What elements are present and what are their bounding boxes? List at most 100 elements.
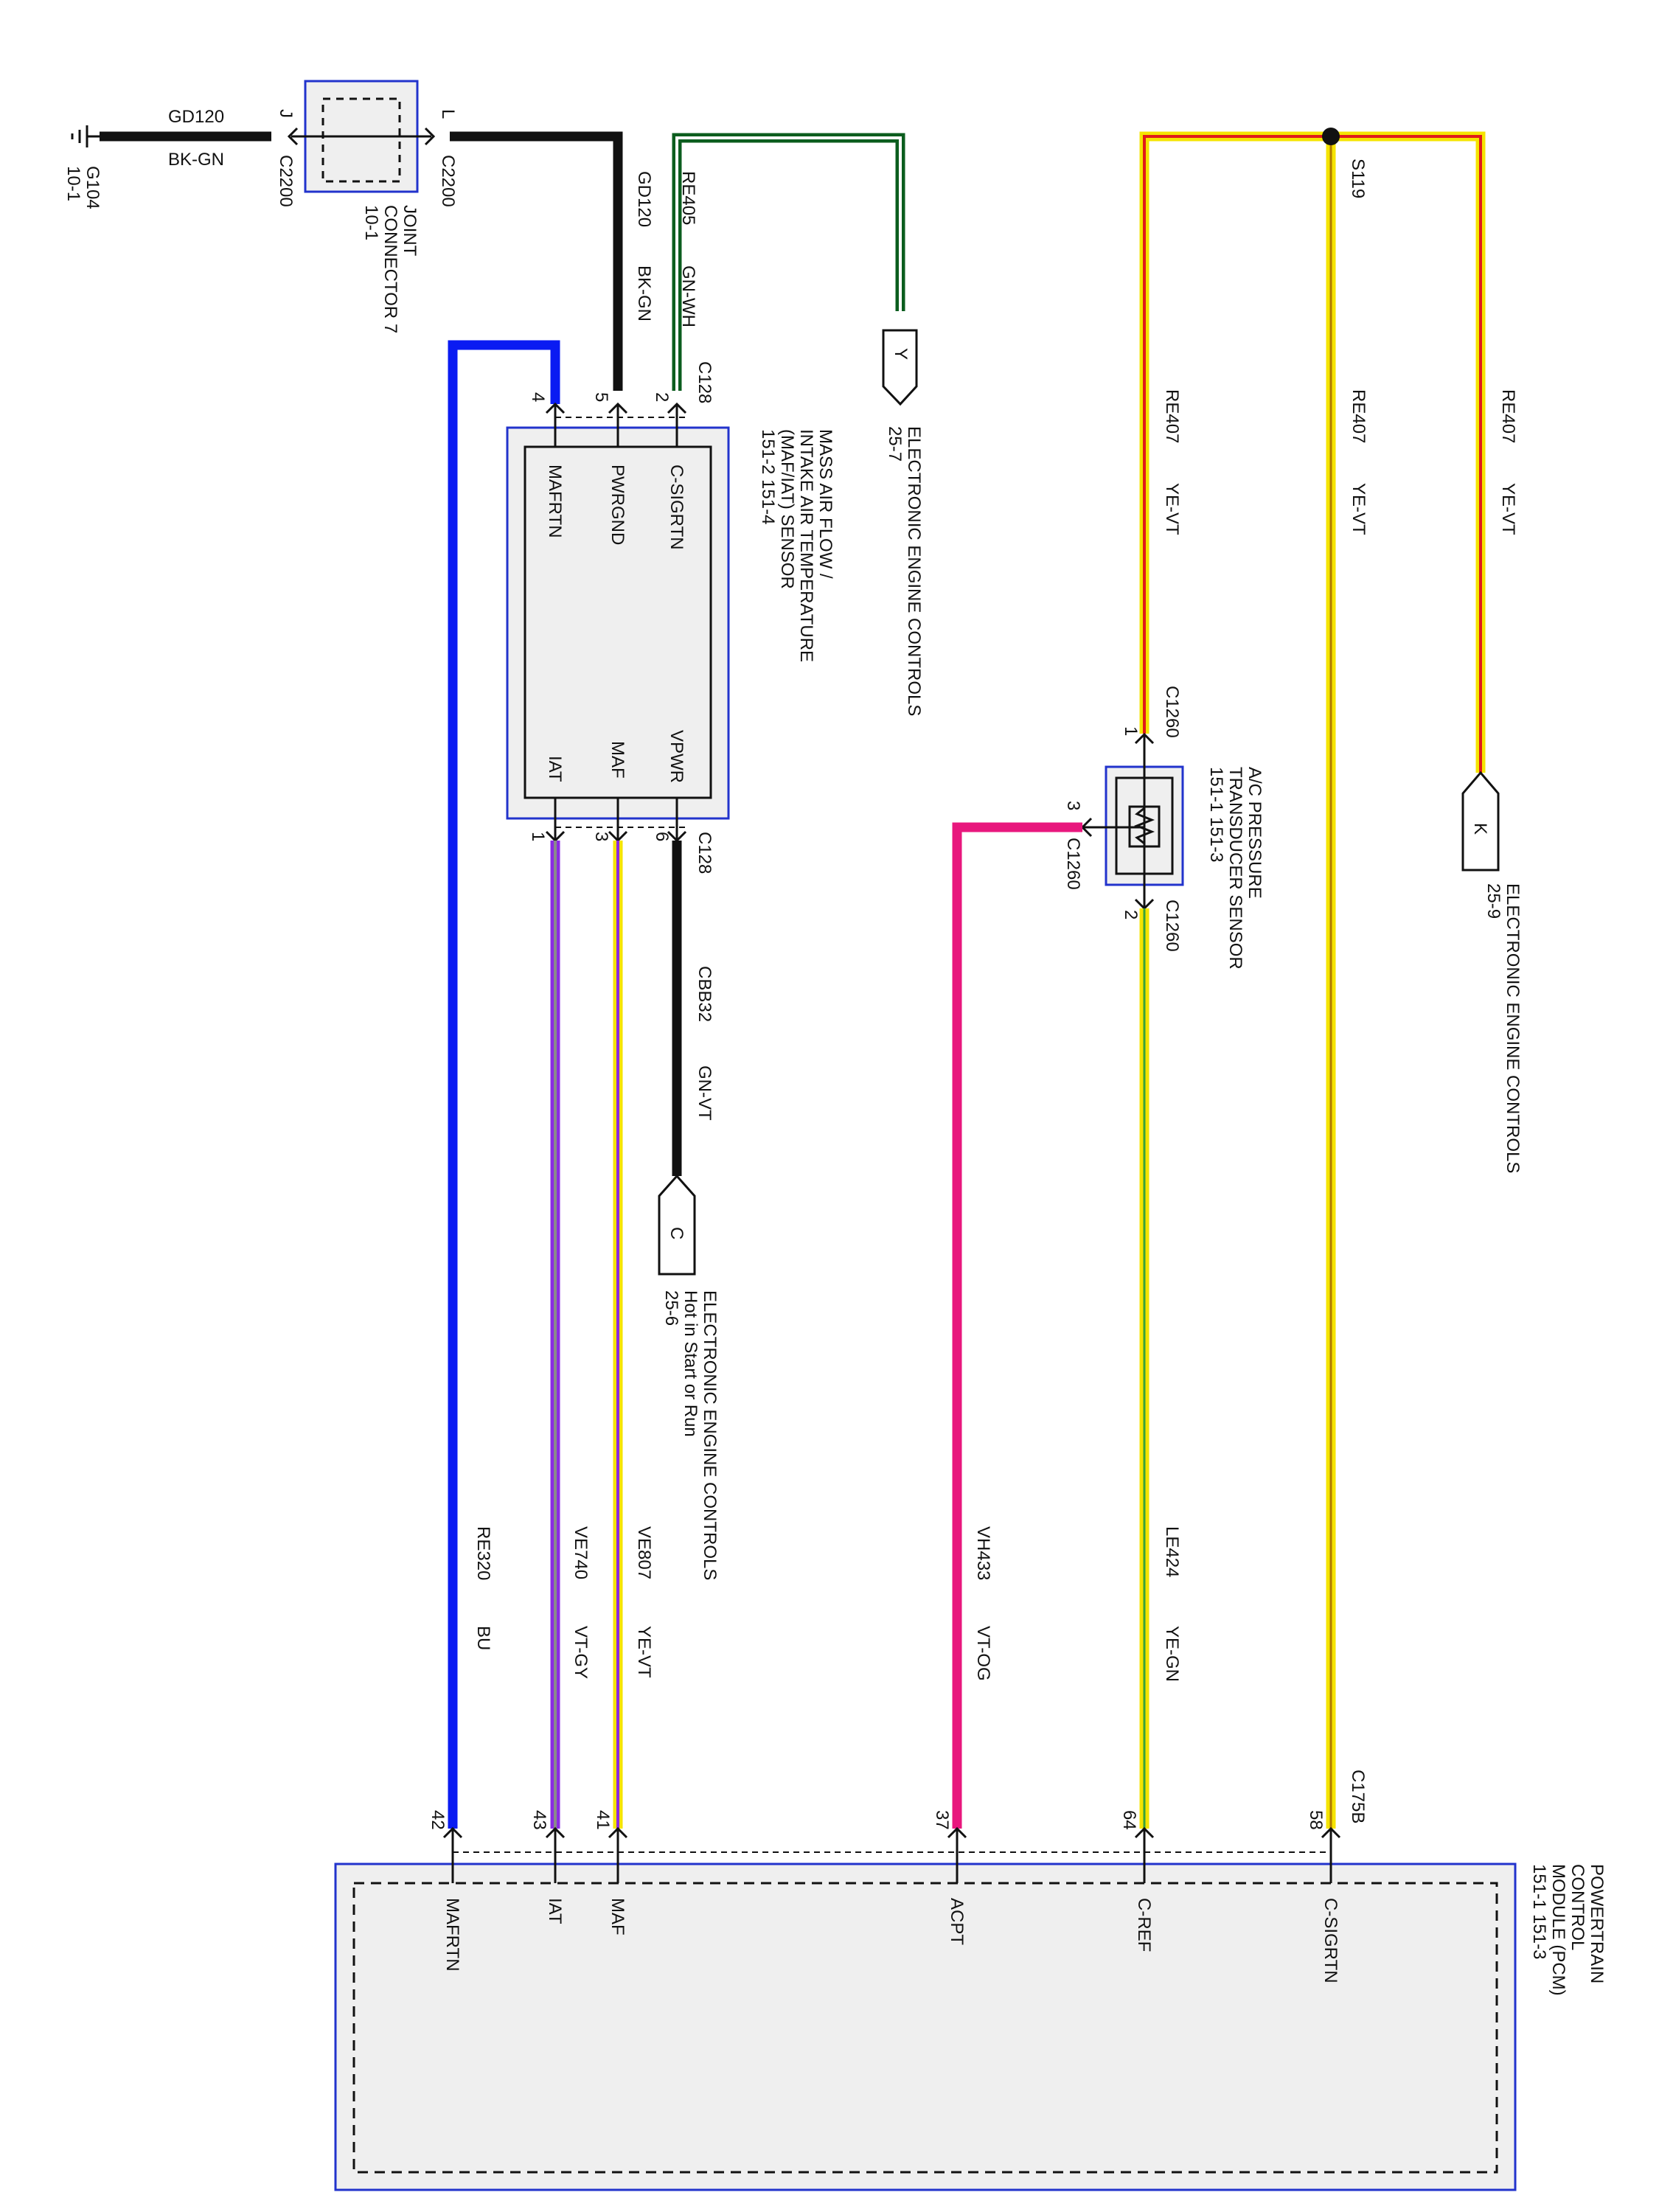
maf-pin-num-2: 2 — [652, 392, 672, 402]
offpage-c-note: Hot in Start or Run — [681, 1290, 700, 1437]
wire-re407-b-circuit: RE407 — [1349, 389, 1368, 443]
ground-g104: G104 10-1 — [63, 125, 102, 209]
ac-sensor-name-1: A/C PRESSURE — [1245, 767, 1265, 899]
maf-pin-num-1: 1 — [528, 832, 548, 841]
ground-ref: 10-1 — [63, 166, 83, 201]
offpage-y-title: ELECTRONIC ENGINE CONTROLS — [904, 426, 924, 716]
pcm-pin-num-43: 43 — [529, 1810, 549, 1830]
ac-pin-top-num: 1 — [1121, 726, 1141, 736]
maf-pin-label-maf: MAF — [608, 741, 627, 779]
wire-le424: LE424 YE-GN — [1139, 908, 1182, 1829]
wire-re407-c: RE407 YE-VT — [1331, 131, 1518, 773]
maf-pin-label-mafrtn: MAFRTN — [545, 465, 565, 538]
joint-connector-right-id: C2200 — [438, 155, 458, 207]
joint-connector-left-id: C2200 — [276, 155, 296, 207]
maf-pin-num-5: 5 — [591, 392, 611, 402]
pcm-pin-num-42: 42 — [428, 1810, 448, 1830]
joint-pin-l: L — [438, 109, 458, 119]
ac-connector-side-id: C1260 — [1063, 838, 1083, 890]
pcm-pin-num-41: 41 — [593, 1810, 613, 1830]
wire-re407-a-color: YE-VT — [1162, 483, 1182, 535]
joint-connector-7: J L C2200 C2200 JOINT CONNECTOR 7 10-1 — [276, 80, 458, 333]
wire-le424-circuit: LE424 — [1162, 1526, 1182, 1577]
wire-gd120-left: GD120 BK-GN — [100, 107, 271, 170]
offpage-connector-c: C ELECTRONIC ENGINE CONTROLS Hot in Star… — [658, 1174, 720, 1580]
pcm-name-2: CONTROL — [1568, 1864, 1587, 1950]
pcm-name-1: POWERTRAIN — [1587, 1864, 1607, 1983]
wire-cbb32-circuit: CBB32 — [695, 966, 714, 1022]
offpage-y-ref: 25-7 — [885, 426, 905, 462]
maf-pin-num-3: 3 — [591, 832, 611, 841]
wire-re407-a-circuit: RE407 — [1162, 389, 1182, 443]
wire-cbb32: CBB32 GN-VT — [672, 841, 714, 1176]
pcm-pin-num-37: 37 — [932, 1810, 952, 1830]
ac-sensor-name-2: TRANSDUCER SENSOR — [1225, 767, 1245, 970]
pcm-name-3: MODULE (PCM) — [1548, 1864, 1568, 1996]
maf-pin-label-vpwr: VPWR — [667, 730, 686, 783]
maf-connector-top-id: C128 — [695, 361, 714, 403]
wire-re320: RE320 BU — [448, 340, 560, 1829]
maf-pin-label-iat: IAT — [545, 756, 565, 782]
wire-ve807-color: YE-VT — [634, 1626, 654, 1678]
maf-pin-num-6: 6 — [652, 832, 672, 841]
joint-connector-name-2: CONNECTOR 7 — [380, 205, 400, 333]
offpage-connector-k: K ELECTRONIC ENGINE CONTROLS 25-9 — [1461, 771, 1523, 1173]
wire-re405-circuit: RE405 — [678, 171, 698, 225]
pcm-pin-label-c-sigrtn: C-SIGRTN — [1321, 1898, 1340, 1983]
wire-ve807: VE807 YE-VT — [613, 841, 654, 1829]
wire-gd120-left-color: BK-GN — [168, 150, 224, 170]
maf-sensor-name-2: INTAKE AIR TEMPERATURE — [796, 429, 816, 662]
wire-gd120-down: GD120 BK-GN — [450, 131, 654, 391]
offpage-c-title: ELECTRONIC ENGINE CONTROLS — [700, 1290, 720, 1580]
wire-vh433-circuit: VH433 — [973, 1526, 993, 1580]
maf-iat-sensor: C128 C128 2 C-SIGRTN 5 PWRGND 4 MAFRTN 6… — [506, 361, 835, 874]
wire-ve740-circuit: VE740 — [571, 1526, 591, 1579]
wire-re320-color: BU — [473, 1626, 493, 1650]
wire-gd120-left-circuit: GD120 — [168, 107, 224, 127]
wire-re320-circuit: RE320 — [473, 1526, 493, 1580]
pcm-pin-num-58: 58 — [1306, 1810, 1326, 1830]
pcm-module: C175B 42 MAFRTN 43 IAT 41 MAF 37 ACPT 64… — [334, 1770, 1607, 2191]
ac-pin-side-num: 3 — [1063, 801, 1083, 810]
wire-re407-b-color: YE-VT — [1349, 483, 1368, 535]
offpage-connector-y: Y ELECTRONIC ENGINE CONTROLS 25-7 — [882, 329, 924, 716]
splice-s119: S119 — [1322, 128, 1368, 198]
pcm-pin-arrows — [442, 1826, 1341, 1883]
maf-sensor-name-1: MASS AIR FLOW / — [815, 429, 835, 579]
wire-gd120-down-color: BK-GN — [634, 265, 654, 321]
offpage-k-letter: K — [1470, 823, 1490, 835]
joint-connector-ref: 10-1 — [361, 205, 381, 240]
wire-gd120-down-circuit: GD120 — [634, 171, 654, 227]
pcm-connector-id: C175B — [1348, 1770, 1368, 1823]
maf-pin-num-4: 4 — [528, 392, 548, 402]
wire-vh433-color: VT-OG — [973, 1626, 993, 1681]
pcm-pin-label-acpt: ACPT — [947, 1898, 967, 1945]
pcm-pin-num-64: 64 — [1119, 1810, 1139, 1830]
ground-id: G104 — [83, 166, 102, 209]
ac-connector-bottom-id: C1260 — [1162, 900, 1182, 952]
offpage-c-ref: 25-6 — [661, 1290, 681, 1326]
joint-pin-j: J — [276, 109, 296, 118]
joint-connector-name-1: JOINT — [400, 205, 420, 257]
pcm-pin-label-iat: IAT — [545, 1898, 565, 1924]
wire-cbb32-color: GN-VT — [695, 1065, 714, 1121]
maf-connector-bottom-id: C128 — [695, 832, 714, 874]
pcm-pin-label-mafrtn: MAFRTN — [442, 1898, 462, 1972]
wire-re407-b: RE407 YE-VT — [1326, 136, 1368, 1829]
wire-ve807-circuit: VE807 — [634, 1526, 654, 1579]
wire-ve740: VE740 VT-GY — [550, 841, 591, 1829]
wire-re405: RE405 GN-WH — [672, 133, 905, 391]
wire-re407-c-circuit: RE407 — [1498, 389, 1518, 443]
wire-re405-color: GN-WH — [678, 265, 698, 327]
wire-re407-c-color: YE-VT — [1498, 483, 1518, 535]
offpage-k-title: ELECTRONIC ENGINE CONTROLS — [1503, 883, 1523, 1173]
offpage-c-letter: C — [667, 1227, 686, 1239]
maf-pin-label-pwrgnd: PWRGND — [608, 465, 627, 545]
pcm-pin-label-maf: MAF — [608, 1898, 627, 1935]
wire-re407-a: RE407 YE-VT — [1139, 131, 1331, 734]
maf-sensor-refs: 151-2 151-4 — [758, 429, 778, 524]
maf-sensor-name-3: (MAF/IAT) SENSOR — [777, 429, 797, 589]
maf-pin-label-c-sigrtn: C-SIGRTN — [667, 465, 686, 550]
ac-pin-bottom-num: 2 — [1121, 910, 1141, 919]
